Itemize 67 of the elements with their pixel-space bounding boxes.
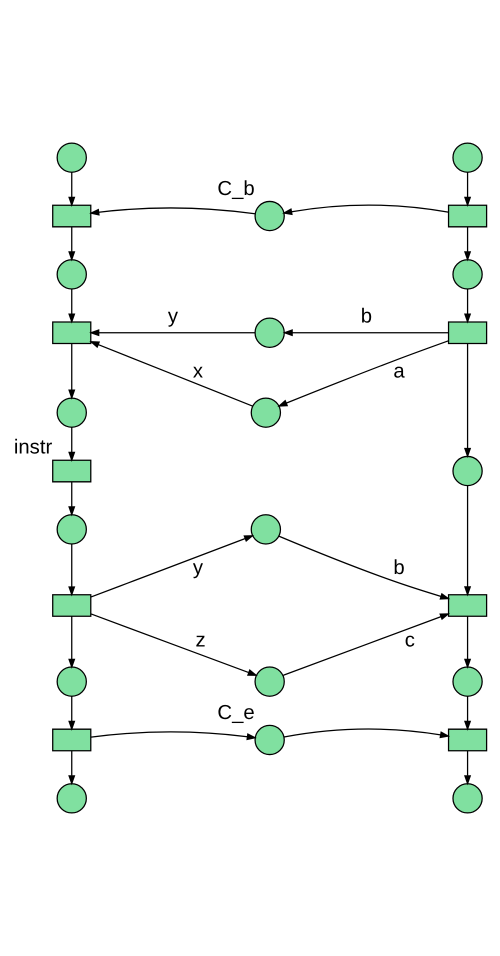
arrow xyxy=(464,344,472,458)
node-circle xyxy=(56,259,87,290)
arrow xyxy=(68,344,76,400)
node-box xyxy=(448,204,488,228)
node-circle xyxy=(254,318,285,348)
node-circle xyxy=(56,666,87,697)
edge-label: y xyxy=(192,557,204,580)
edge-label: c xyxy=(404,629,415,652)
node-circle xyxy=(452,456,483,486)
node-circle xyxy=(56,514,87,545)
arrow xyxy=(283,613,450,676)
node-label: C_b xyxy=(217,178,255,200)
arrow xyxy=(464,750,472,786)
node-box xyxy=(448,594,488,617)
edge-label: x xyxy=(192,360,204,383)
arrow xyxy=(277,340,449,407)
arrow xyxy=(89,329,255,336)
arrow xyxy=(278,536,450,600)
node-box xyxy=(52,728,92,752)
arrow xyxy=(68,172,76,207)
arrow xyxy=(90,613,258,676)
node-circle xyxy=(250,397,282,428)
node-circle xyxy=(254,724,285,756)
arrow xyxy=(464,616,472,669)
arrow xyxy=(68,289,76,324)
node-circle xyxy=(452,142,483,173)
arrow xyxy=(68,482,76,516)
arrow xyxy=(282,329,449,336)
arrow xyxy=(464,172,472,207)
arrow xyxy=(68,616,76,669)
node-circle xyxy=(56,142,87,173)
arrow xyxy=(90,535,254,598)
node-box xyxy=(52,204,92,228)
edge-label: b xyxy=(360,305,372,328)
arrow xyxy=(68,696,76,731)
edge-label: b xyxy=(393,557,405,580)
node-label: instr xyxy=(14,436,52,459)
node-box xyxy=(448,321,488,344)
arrow xyxy=(68,227,76,262)
arrow xyxy=(282,204,448,216)
arrow xyxy=(89,207,256,216)
arrow xyxy=(464,289,472,324)
node-circle xyxy=(452,666,483,697)
node-circle xyxy=(452,259,483,290)
edge-label: y xyxy=(168,305,178,328)
arrow xyxy=(68,544,76,596)
arrow xyxy=(464,227,472,262)
node-box xyxy=(52,594,92,617)
arrow xyxy=(91,731,257,740)
arrow xyxy=(464,486,472,596)
node-circle xyxy=(452,783,483,814)
edge-label: a xyxy=(393,360,405,383)
node-circle xyxy=(254,200,285,232)
arrow xyxy=(89,341,253,407)
node-box xyxy=(52,321,92,344)
arrow xyxy=(68,427,76,462)
node-circle xyxy=(250,514,282,545)
node-box xyxy=(448,728,488,752)
node-circle xyxy=(254,666,285,697)
edge-label: z xyxy=(195,629,206,652)
arrow xyxy=(284,728,450,738)
node-label: C_e xyxy=(217,702,255,724)
node-box xyxy=(52,460,92,482)
node-circle xyxy=(56,783,87,814)
arrow xyxy=(68,750,76,786)
arrow xyxy=(464,696,472,731)
node-circle xyxy=(56,397,87,428)
